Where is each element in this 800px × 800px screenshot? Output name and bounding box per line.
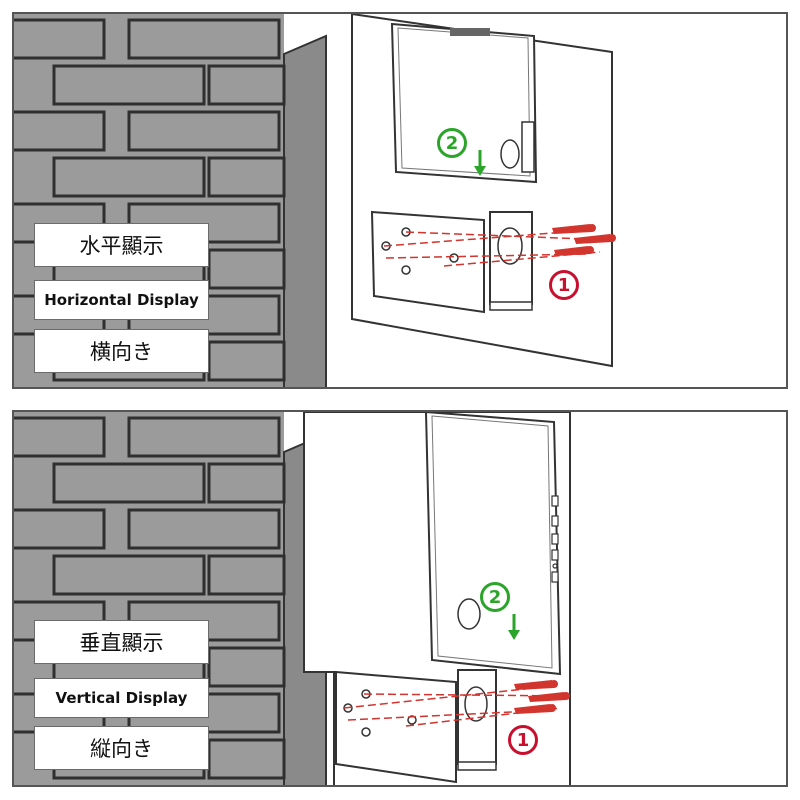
vertical-install-panel: 垂直顯示 Vertical Display 縦向き 2 1 <box>12 410 788 787</box>
wall-bracket <box>335 669 497 784</box>
step-2-badge: 2 <box>480 582 510 612</box>
orientation-label-chinese: 垂直顯示 <box>34 620 209 664</box>
horizontal-install-illustration <box>14 14 616 387</box>
screws <box>514 680 570 714</box>
brick-wall <box>14 412 327 785</box>
step-1-badge: 1 <box>549 270 579 300</box>
orientation-label-chinese: 水平顯示 <box>34 223 209 267</box>
device <box>390 22 538 184</box>
brick-wall <box>14 14 327 387</box>
step-1-badge: 1 <box>508 725 538 755</box>
orientation-label-english: Vertical Display <box>34 678 209 718</box>
screws <box>552 224 616 256</box>
wall-bracket <box>370 210 533 314</box>
orientation-label-english: Horizontal Display <box>34 280 209 320</box>
device <box>424 412 562 676</box>
step-2-badge: 2 <box>437 128 467 158</box>
orientation-label-japanese: 横向き <box>34 329 209 373</box>
vertical-install-illustration <box>14 412 571 785</box>
orientation-label-japanese: 縦向き <box>34 726 209 770</box>
down-arrow-icon <box>474 150 486 176</box>
horizontal-install-panel: 水平顯示 Horizontal Display 横向き 2 1 <box>12 12 788 389</box>
down-arrow-icon <box>508 614 520 640</box>
